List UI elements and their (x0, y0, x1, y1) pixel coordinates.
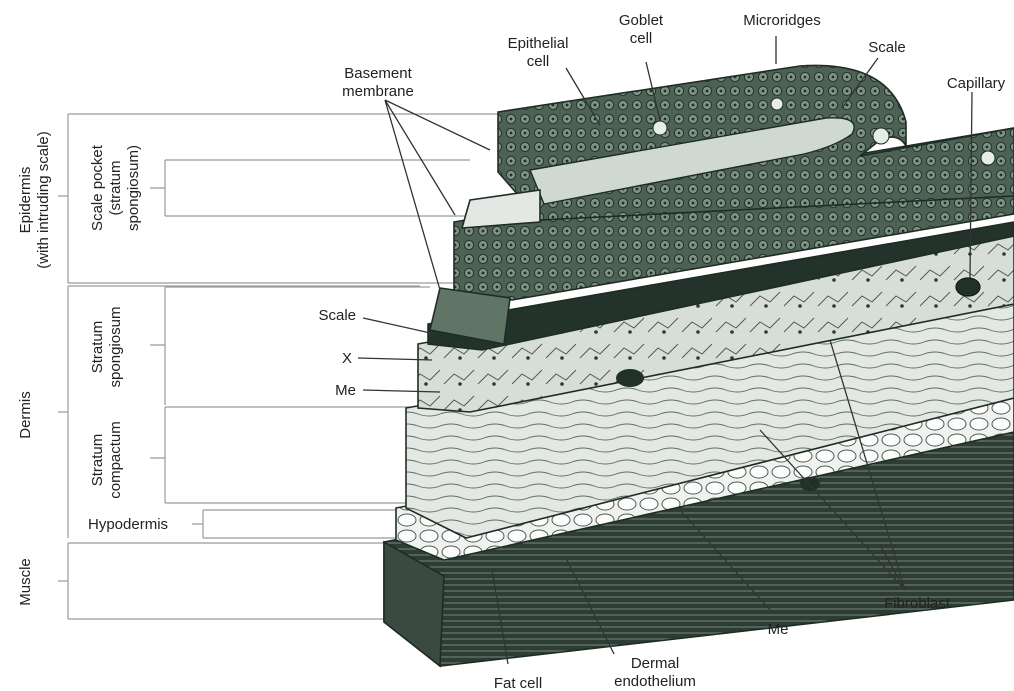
scale-top-label: Scale (868, 39, 906, 56)
goblet-cell-d (981, 151, 995, 165)
spongiosum-label: Stratum (89, 321, 106, 374)
capillary-label: Capillary (947, 75, 1006, 92)
microridges-label: Microridges (743, 12, 821, 29)
compactum-sublabel: compactum (107, 421, 124, 499)
melanophore-upper (616, 369, 644, 387)
dermal-endothelium-label-line2: endothelium (614, 673, 696, 690)
hypodermis-bracket (192, 510, 400, 538)
muscle-label: Muscle (17, 558, 34, 606)
scale-pocket-label: Scale pocket (89, 144, 106, 231)
goblet-cell-label: Goblet (619, 12, 664, 29)
fat-cell-label: Fat cell (494, 675, 542, 691)
goblet-cell-c (873, 128, 889, 144)
me-bottom-label: Me (768, 621, 789, 638)
goblet-cell-b (771, 98, 783, 110)
scale-pocket-sublabel-1: (stratum (107, 160, 124, 215)
melanophore-lower (800, 477, 820, 491)
me-left-label: Me (335, 382, 356, 399)
basement-membrane-label: Basement (344, 65, 412, 82)
goblet-cell-a (653, 121, 667, 135)
spongiosum-bracket (150, 287, 430, 405)
spongiosum-sublabel: spongiosum (107, 307, 124, 388)
dermis-label: Dermis (17, 391, 34, 439)
epidermis-label: Epidermis (17, 167, 34, 234)
epidermis-sublabel: (with intruding scale) (35, 131, 52, 269)
goblet-cell-label-line2: cell (630, 30, 653, 47)
scale-left-leader (363, 318, 435, 334)
scale-left-label: Scale (318, 307, 356, 324)
compactum-label: Stratum (89, 434, 106, 487)
scale-pocket-bracket (150, 160, 470, 216)
muscle-bracket (58, 543, 388, 619)
compactum-bracket (150, 407, 410, 503)
x-marker-label: X (342, 350, 352, 367)
scale-pocket-floor (462, 190, 540, 228)
dermal-endothelium-label: Dermal (631, 655, 679, 672)
bracket-labels: Epidermis (with intruding scale) Scale p… (17, 131, 168, 606)
epithelial-cell-label: Epithelial (508, 35, 569, 52)
basement-membrane-label-line2: membrane (342, 83, 414, 100)
scale-pocket-sublabel-2: spongiosum) (125, 145, 142, 231)
capillary-vessel (956, 278, 980, 296)
fibroblast-label: Fibroblast (884, 595, 951, 612)
hypodermis-label: Hypodermis (88, 516, 168, 533)
epithelial-cell-label-line2: cell (527, 53, 550, 70)
tissue-block (384, 65, 1014, 666)
